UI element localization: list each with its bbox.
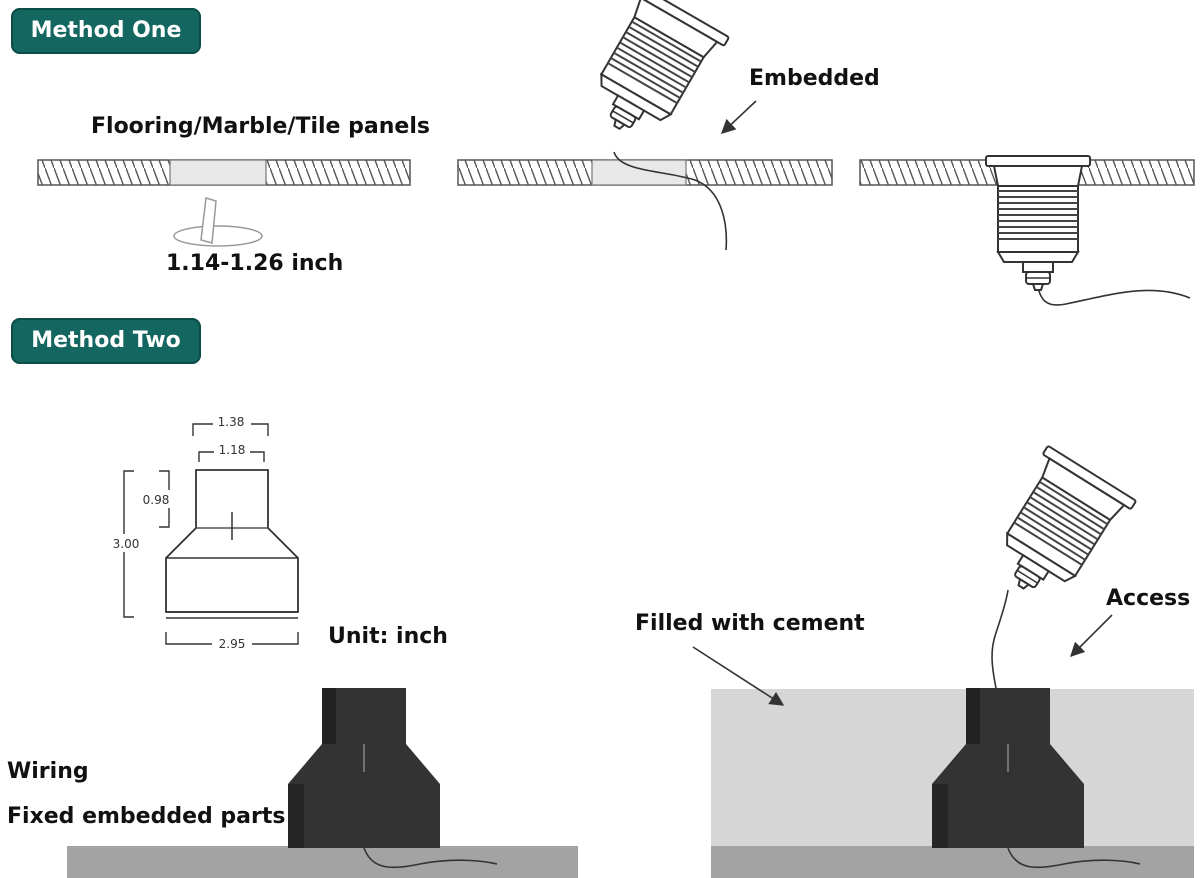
embedded-arrow [720,100,757,134]
cement-arrow [692,646,785,706]
dim-top-inner: 1.18 [219,443,246,457]
wiring-cable-left [363,847,498,869]
wiring-label: Wiring [7,759,89,784]
embedded-label: Embedded [749,66,880,91]
dimension-drawing [123,423,299,645]
access-arrow [1069,614,1113,658]
drill-bit-icon [173,197,263,247]
dim-base-width: 2.95 [219,637,246,651]
lamp-cable-1 [613,151,728,251]
panels-label: Flooring/Marble/Tile panels [91,114,430,139]
cement-label: Filled with cement [635,611,865,636]
fixed-housing-left [287,687,441,849]
hole-size-label: 1.14-1.26 inch [166,251,344,276]
ground-left [67,846,578,878]
unit-label: Unit: inch [328,624,448,649]
access-cable [991,589,1009,689]
access-label: Access [1106,586,1191,611]
wiring-cable-right [1007,847,1141,869]
dim-top-outer: 1.38 [218,415,245,429]
installed-lamp [985,155,1091,291]
fixed-parts-label: Fixed embedded parts [7,804,286,829]
tilted-lamp-1 [570,0,731,155]
dim-collar-height: 0.98 [143,493,170,507]
ground-right [711,846,1194,878]
panel-section-1 [37,159,411,186]
dim-total-height: 3.00 [113,537,140,551]
panel-section-2 [457,159,833,186]
method-two-badge: Method Two [11,318,201,364]
lamp-cable-2 [1036,282,1191,306]
method-one-badge: Method One [11,8,201,54]
